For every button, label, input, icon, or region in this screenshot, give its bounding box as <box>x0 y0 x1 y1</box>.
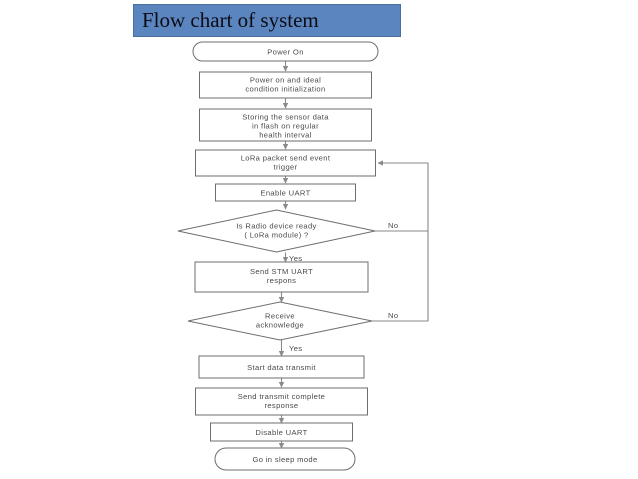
node-disable-uart-label: Disable UART <box>255 428 307 437</box>
node-receive-acknowledge-label-line1: Receive <box>265 312 295 321</box>
flow-nodes: Power On Power on and ideal condition in… <box>177 41 379 471</box>
page-title: Flow chart of system <box>142 8 319 32</box>
node-power-on-initialization-label-line2: condition initialization <box>245 85 325 94</box>
node-go-in-sleep-mode-label: Go in sleep mode <box>252 455 317 464</box>
node-power-on[interactable]: Power On <box>192 41 379 62</box>
edge-ack-check-no-feedback <box>372 231 429 322</box>
node-go-in-sleep-mode[interactable]: Go in sleep mode <box>214 447 356 471</box>
node-receive-acknowledge-label-line2: acknowledge <box>256 321 304 330</box>
slide-title-bar: Flow chart of system <box>133 4 401 37</box>
node-radio-device-ready-label-line2: ( LoRa module) ? <box>244 231 308 240</box>
node-lora-packet-send-trigger-label-line2: trigger <box>274 163 298 172</box>
node-send-stm-uart-response-label-line1: Send STM UART <box>250 267 313 276</box>
node-radio-device-ready-decision[interactable]: Is Radio device ready ( LoRa module) ? <box>177 209 376 253</box>
edge-label-radio-check-yes: Yes <box>289 254 302 263</box>
node-storing-sensor-data-label-line3: health interval <box>259 131 312 140</box>
node-radio-device-ready-label-line1: Is Radio device ready <box>236 222 316 231</box>
edge-label-radio-check-no: No <box>388 221 398 230</box>
flow-edge-labels: No Yes No Yes <box>289 221 398 353</box>
node-storing-sensor-data[interactable]: Storing the sensor data in flash on regu… <box>199 108 372 142</box>
node-power-on-label: Power On <box>267 48 304 57</box>
edge-label-ack-check-no: No <box>388 311 398 320</box>
node-disable-uart[interactable]: Disable UART <box>210 422 353 442</box>
node-lora-packet-send-trigger[interactable]: LoRa packet send event trigger <box>195 149 376 177</box>
node-send-transmit-complete-response-label-line2: response <box>264 401 298 410</box>
node-storing-sensor-data-label-line2: in flash on regular <box>252 122 319 131</box>
node-receive-acknowledge-decision[interactable]: Receive acknowledge <box>187 301 373 341</box>
node-send-transmit-complete-response[interactable]: Send transmit complete response <box>195 387 368 416</box>
node-send-stm-uart-response-label-line2: respons <box>267 276 296 285</box>
node-send-transmit-complete-response-label-line1: Send transmit complete <box>238 392 325 401</box>
node-send-stm-uart-response[interactable]: Send STM UART respons <box>194 261 369 293</box>
node-storing-sensor-data-label-line1: Storing the sensor data <box>242 113 329 122</box>
node-start-data-transmit[interactable]: Start data transmit <box>198 355 365 379</box>
node-enable-uart-label: Enable UART <box>260 189 310 198</box>
edge-radio-check-no-feedback <box>375 160 429 232</box>
edge-label-ack-check-yes: Yes <box>289 344 302 353</box>
node-enable-uart[interactable]: Enable UART <box>215 183 356 202</box>
node-lora-packet-send-trigger-label-line1: LoRa packet send event <box>241 154 331 163</box>
node-power-on-initialization[interactable]: Power on and ideal condition initializat… <box>199 71 372 99</box>
node-start-data-transmit-label: Start data transmit <box>247 363 316 372</box>
flow-edges <box>278 60 429 449</box>
node-power-on-initialization-label-line1: Power on and ideal <box>250 76 321 85</box>
